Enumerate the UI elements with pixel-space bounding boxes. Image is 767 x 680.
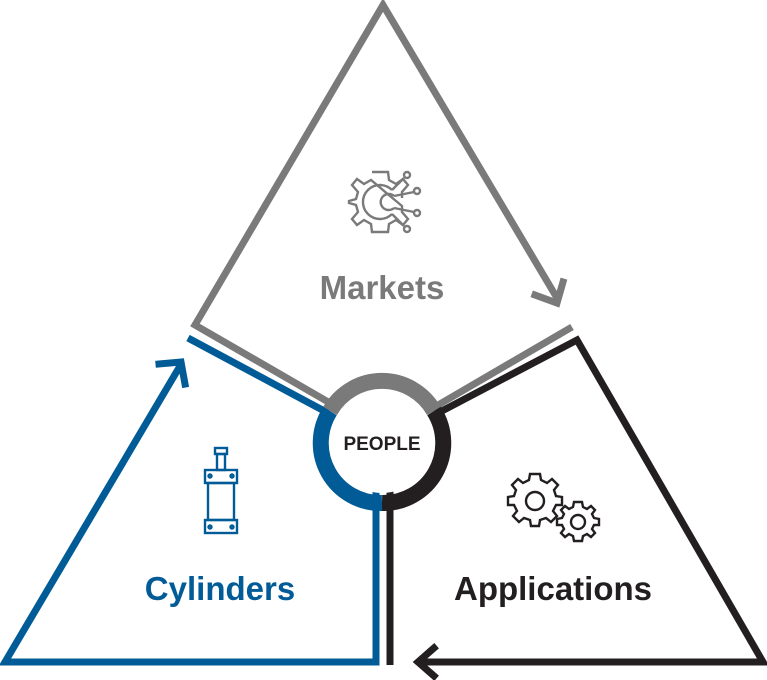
cylinders-arrowhead	[155, 358, 190, 389]
applications-segment: Applications	[386, 335, 767, 680]
center-label: PEOPLE	[343, 434, 420, 455]
people-hub: PEOPLE	[312, 372, 452, 512]
cylinder-icon	[203, 446, 239, 535]
markets-arrowhead	[530, 277, 568, 308]
cylinders-outline	[0, 334, 380, 666]
markets-segment: Markets	[190, 0, 574, 412]
hub-arc-applications	[381, 406, 452, 512]
gears-icon	[506, 472, 601, 543]
applications-arrowhead	[412, 643, 439, 680]
applications-label: Applications	[454, 570, 652, 607]
applications-outline	[386, 335, 767, 666]
cylinders-segment: Cylinders	[0, 334, 380, 666]
hub-arc-markets	[323, 372, 441, 416]
markets-outline	[190, 0, 561, 407]
markets-right-edge	[431, 323, 574, 412]
gear-circuit-icon	[347, 170, 422, 234]
hub-arc-cylinders	[312, 406, 383, 512]
cylinders-label: Cylinders	[145, 570, 295, 607]
markets-label: Markets	[320, 269, 445, 306]
